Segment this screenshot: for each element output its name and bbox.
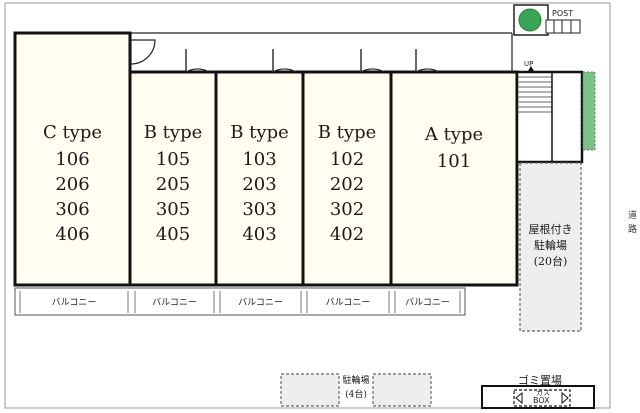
room-number: 305 [155, 199, 191, 220]
balcony-label: バルコニー [325, 297, 371, 308]
covered-parking-label: 屋根付き 駐輪場 (20台) [520, 222, 581, 270]
balcony-label: バルコニー [238, 297, 283, 308]
covered-parking-line3: (20台) [533, 255, 568, 268]
unit-type: C type [42, 122, 103, 143]
road-label-char1: 道 [628, 211, 638, 221]
room-number: 403 [242, 224, 277, 245]
room-number: 101 [436, 151, 472, 172]
unit-c-outline [13, 31, 132, 287]
stairs-up-label: UP [524, 60, 534, 68]
stair-steps [517, 76, 552, 113]
unit-type: B type [230, 122, 289, 143]
gas-box-label-line1: ガス [536, 389, 550, 397]
covered-parking-line1: 屋根付き [528, 223, 573, 236]
bike-parking-area-right [372, 373, 432, 407]
door-unit-a [415, 49, 440, 74]
balcony-label: バルコニー [51, 297, 97, 308]
door-unit-c [130, 39, 156, 65]
room-number: 105 [155, 149, 191, 170]
room-number: 306 [55, 199, 90, 220]
unit-label-b-102: B type 102 202 302 402 [303, 120, 391, 247]
unit-type: B type [317, 122, 377, 143]
unit-type: A type [424, 124, 484, 145]
door-unit-b3 [360, 49, 385, 74]
bike-parking-label: 駐輪場 (4台) [338, 374, 374, 402]
post-box-group [545, 19, 581, 34]
site-boundary [4, 2, 611, 409]
unit-label-b-105: B type 105 205 305 405 [130, 120, 216, 247]
unit-type: B type [143, 122, 203, 143]
room-number: 202 [329, 174, 365, 195]
room-number: 402 [329, 224, 365, 245]
bike-parking-area-left [280, 373, 340, 407]
post-label: POST [552, 9, 574, 18]
room-number: 303 [242, 199, 277, 220]
covered-parking-line2: 駐輪場 [534, 239, 567, 252]
unit-label-a: A type 101 [391, 122, 517, 174]
room-number: 106 [55, 149, 90, 170]
room-number: 102 [329, 149, 365, 170]
tree-icon [518, 8, 542, 32]
balcony-label: バルコニー [405, 297, 450, 308]
gas-box-label-line2: BOX [533, 396, 550, 405]
stair-arrow-icon [528, 66, 534, 71]
room-number: 406 [55, 224, 90, 245]
room-number: 405 [155, 224, 191, 245]
gas-box-arrow-right-icon [561, 391, 569, 405]
gas-box-arrow-left-icon [515, 391, 523, 405]
bike-parking-line2: (4台) [345, 390, 367, 400]
unit-label-c: C type 106 206 306 406 [15, 120, 130, 247]
unit-b2-outline [214, 70, 305, 287]
room-number: 205 [155, 174, 191, 195]
unit-b3-outline [301, 70, 393, 287]
balcony-strip [14, 287, 466, 316]
door-unit-b1 [185, 49, 210, 74]
room-number: 206 [55, 174, 90, 195]
room-number: 302 [329, 199, 365, 220]
room-number: 103 [242, 149, 277, 170]
gas-box [513, 389, 571, 407]
road-label-char2: 路 [628, 225, 638, 235]
covered-parking-area [519, 162, 582, 332]
unit-a-outline [389, 70, 519, 287]
unit-label-b-103: B type 103 203 303 403 [216, 120, 303, 247]
garbage-area-title: ゴミ置場 [518, 374, 562, 387]
hedge [582, 71, 596, 151]
room-number: 203 [242, 174, 277, 195]
door-unit-b2 [272, 49, 297, 74]
bike-parking-line1: 駐輪場 [342, 376, 370, 386]
balcony-label: バルコニー [152, 297, 197, 308]
stair-enclosure [515, 70, 584, 164]
